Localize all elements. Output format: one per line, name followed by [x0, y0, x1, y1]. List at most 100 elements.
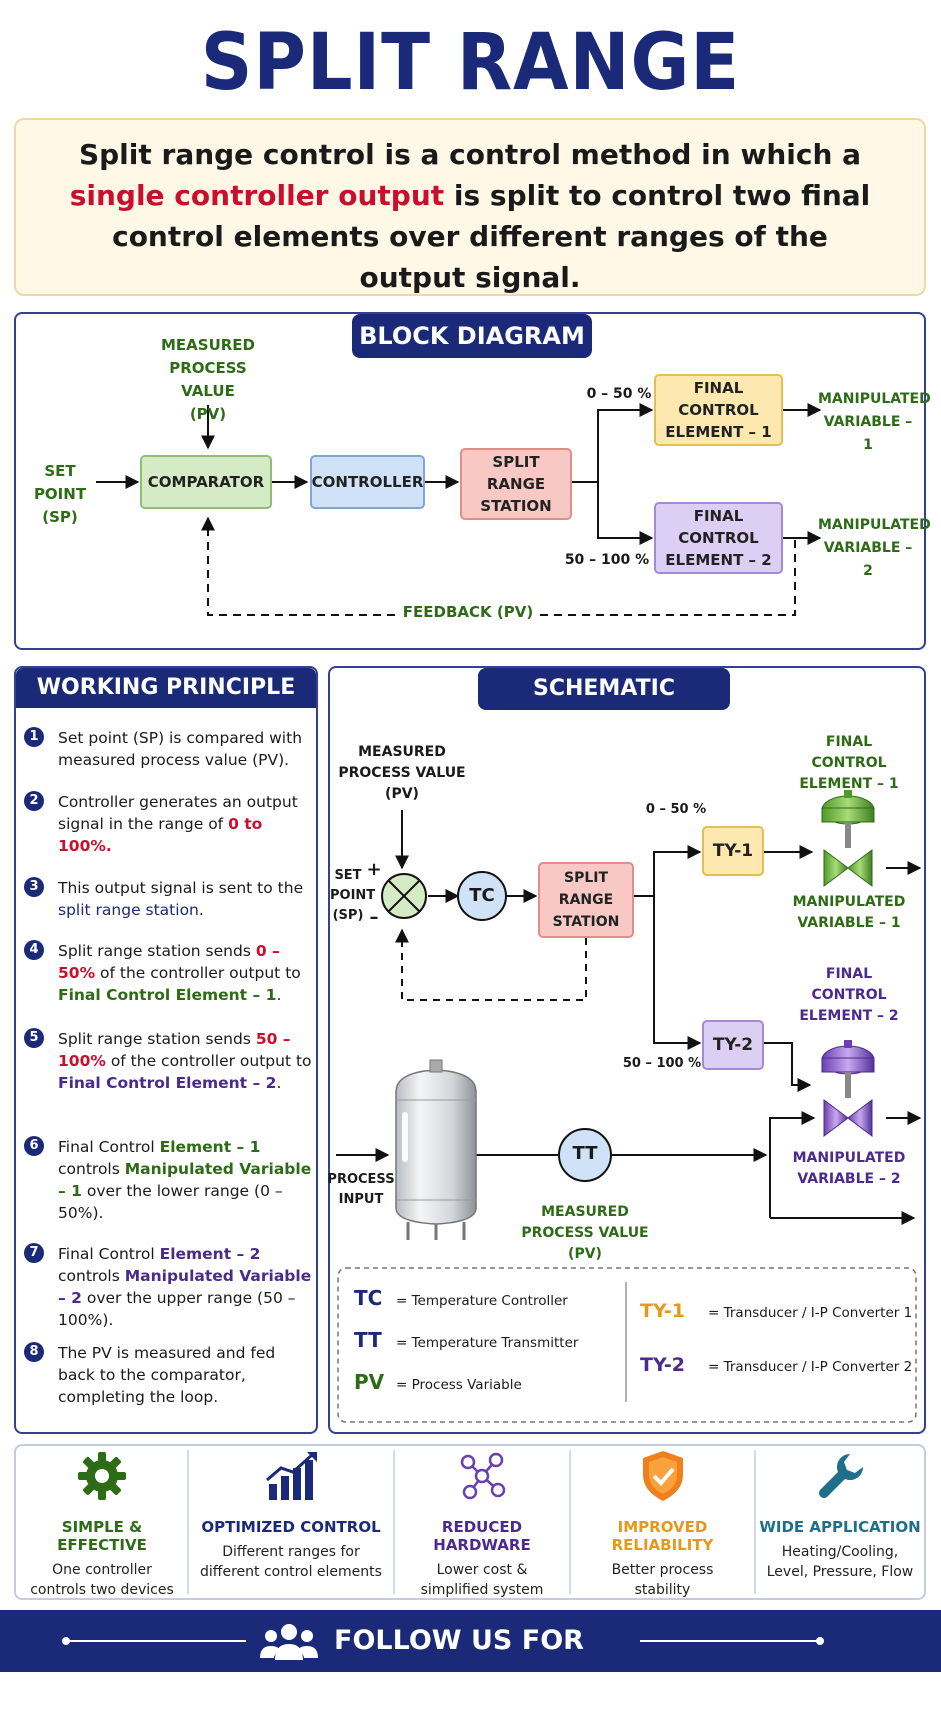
- legend-row-ty2: TY-2= Transducer / I-P Converter 2: [640, 1354, 913, 1376]
- wp-text-part: Controller generates an output signal in…: [58, 793, 298, 833]
- schematic-header: SCHEMATIC DIAGRAM: [478, 668, 730, 743]
- tc-circle: [457, 871, 507, 921]
- wp-text-part: 50 – 100%: [58, 1030, 291, 1070]
- process-input-label: PROCESS INPUT: [327, 1172, 395, 1207]
- block-diagram-lines: [96, 403, 822, 616]
- bar-chart-icon: [266, 1452, 317, 1500]
- sch-range2-label: 50 – 100 %: [622, 1056, 702, 1071]
- bd-measured-label: MEASURED PROCESS VALUE (PV): [160, 336, 255, 423]
- feature-desc: Heating/Cooling,Level, Pressure, Flow: [766, 1544, 914, 1580]
- ty2-block: TY-2: [702, 1020, 764, 1070]
- wp-text-part: The PV is measured and fed back to the c…: [58, 1344, 276, 1406]
- intro-text: Split range control is a control method …: [69, 138, 871, 294]
- bd-fce2-block: FINAL CONTROL ELEMENT – 2: [654, 502, 783, 574]
- wp-text-part: Element – 1: [159, 1138, 261, 1156]
- wp-text-part: .: [276, 986, 282, 1004]
- sch-mv2-label: MANIPULATED VARIABLE – 2: [792, 1150, 906, 1187]
- sch-fce2-label: FINAL CONTROL ELEMENT – 2: [799, 966, 899, 1024]
- legend-row-ty1: TY-1= Transducer / I-P Converter 1: [640, 1300, 913, 1322]
- summing-junction: [381, 873, 427, 919]
- wp-text-part: Final Control Element – 2: [58, 1074, 277, 1092]
- wp-text-part: over the upper range (50 – 100%).: [58, 1289, 296, 1329]
- bd-comparator-block: COMPARATOR: [140, 455, 272, 509]
- feature-wide: WIDE APPLICATION Heating/Cooling,Level, …: [755, 1446, 925, 1594]
- wp-text-part: Final Control: [58, 1138, 160, 1156]
- wp-text-part: .: [276, 1074, 282, 1092]
- footer-bar: FOLLOW US FOR MORE: [0, 1610, 941, 1718]
- bd-range2-label: 50 – 100 %: [564, 552, 650, 568]
- gear-icon: [78, 1452, 126, 1500]
- bd-feedback-label: FEEDBACK (PV): [402, 603, 534, 621]
- sch-fce1-label: FINAL CONTROL ELEMENT – 1: [799, 734, 899, 792]
- bd-mv2-label: MANIPULATED VARIABLE – 2: [818, 517, 931, 579]
- sch-plus-sign: +: [366, 859, 382, 880]
- wp-text-part: split range station: [58, 901, 199, 919]
- wp-text-part: 0 to 100%.: [58, 815, 263, 855]
- legend-box: [337, 1267, 917, 1423]
- users-icon: [260, 1624, 318, 1660]
- intro-highlight: single controller output: [69, 179, 445, 212]
- features-panel: [14, 1444, 926, 1600]
- wp-text-part: Final Control: [58, 1245, 160, 1263]
- schematic-panel: [328, 666, 926, 1434]
- sch-split-station-block: SPLIT RANGE STATION: [538, 862, 634, 938]
- feature-title: REDUCED HARDWARE: [433, 1518, 531, 1554]
- wp-text-part: Manipulated Variable – 2: [58, 1267, 312, 1307]
- green-control-valve-icon: [821, 790, 875, 887]
- working-principle-header: WORKING PRINCIPLE: [16, 668, 316, 708]
- feature-title: WIDE APPLICATION: [759, 1518, 921, 1536]
- bd-split-station-block: SPLIT RANGE STATION: [460, 448, 572, 520]
- tt-circle: [558, 1128, 612, 1182]
- wp-text-part: Manipulated Variable – 1: [58, 1160, 312, 1200]
- sch-mv1-label: MANIPULATED VARIABLE – 1: [792, 894, 906, 931]
- sch-measured-pv-label: MEASURED PROCESS VALUE (PV): [521, 1204, 649, 1262]
- network-icon: [460, 1452, 506, 1500]
- bd-controller-block: CONTROLLER: [310, 455, 425, 509]
- wp-text-part: of the controller output to: [105, 1052, 312, 1070]
- feature-reduced: REDUCED HARDWARE Lower cost &simplified …: [394, 1446, 570, 1598]
- bd-set-point-label: SET POINT (SP): [33, 462, 87, 526]
- bd-mv1-label: MANIPULATED VARIABLE – 1: [818, 391, 931, 453]
- intro-box: Split range control is a control method …: [14, 118, 926, 296]
- bd-fce1-block: FINAL CONTROL ELEMENT – 1: [654, 374, 783, 446]
- shield-check-icon: [642, 1451, 683, 1501]
- sch-minus-sign: –: [369, 907, 379, 928]
- features-dividers: [187, 1450, 756, 1594]
- legend-row-tt: TT= Temperature Transmitter: [354, 1328, 579, 1352]
- footer-decor: [62, 1637, 824, 1645]
- wp-text-part: This output signal is sent to the: [58, 879, 304, 897]
- wp-text-part: Set point (SP) is compared with measured…: [58, 729, 303, 769]
- legend-row-pv: PV= Process Variable: [354, 1370, 522, 1394]
- schematic-lines: [336, 790, 922, 1423]
- process-tank-icon: [395, 1059, 477, 1240]
- sch-measured-label: MEASURED PROCESS VALUE (PV): [338, 744, 466, 802]
- wp-text-part: of the controller output to: [95, 964, 301, 982]
- footer-text: FOLLOW US FOR MORE: [334, 1625, 584, 1718]
- wp-text-part: Final Control Element – 1: [58, 986, 277, 1004]
- tt-label: TT: [572, 1143, 598, 1164]
- sch-range1-label: 0 – 50 %: [645, 802, 707, 817]
- feature-title: OPTIMIZED CONTROL: [201, 1518, 381, 1536]
- legend-row-tc: TC= Temperature Controller: [354, 1286, 568, 1310]
- wrench-icon: [819, 1454, 863, 1498]
- ty1-block: TY-1: [702, 826, 764, 876]
- tc-label: TC: [469, 885, 495, 906]
- sch-set-point-label: SET POINT (SP): [330, 868, 376, 923]
- block-diagram-header: BLOCK DIAGRAM: [352, 314, 592, 358]
- wp-text-part: 0 – 50%: [58, 942, 280, 982]
- wp-text-part: over the lower range (0 – 50%).: [58, 1182, 283, 1222]
- wp-text-part: Split range station sends: [58, 1030, 256, 1048]
- working-principle-panel: [14, 666, 318, 1434]
